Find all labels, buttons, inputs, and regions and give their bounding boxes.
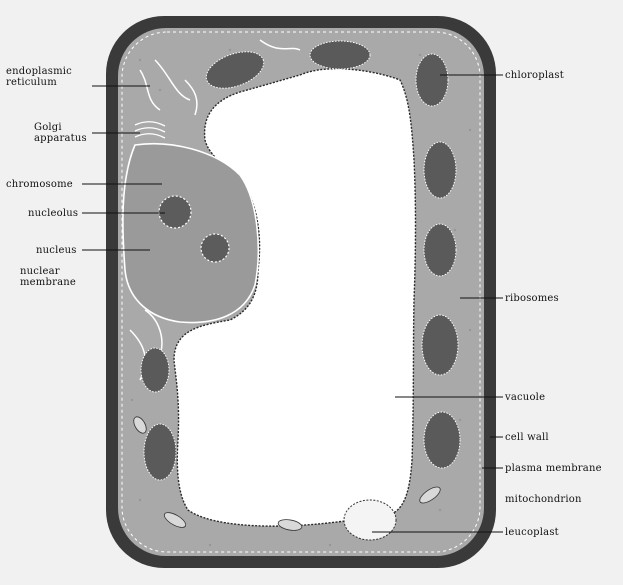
label-nuclear-membrane: nuclear membrane bbox=[20, 266, 76, 288]
label-chromosome-line1: chromosome bbox=[6, 179, 73, 190]
leucoplast bbox=[344, 500, 396, 540]
nucleolus bbox=[159, 196, 191, 228]
label-endoplasmic-reticulum: endoplasmic reticulum bbox=[6, 66, 72, 88]
label-cell-wall: cell wall bbox=[505, 432, 549, 443]
label-cell-wall-line1: cell wall bbox=[505, 432, 549, 443]
label-ribosomes: ribosomes bbox=[505, 293, 559, 304]
label-plasma-membrane-line1: plasma membrane bbox=[505, 463, 602, 474]
label-chloroplast: chloroplast bbox=[505, 70, 564, 81]
label-endoplasmic-reticulum-line2: reticulum bbox=[6, 77, 72, 88]
label-golgi-apparatus-line2: apparatus bbox=[34, 133, 87, 144]
label-nucleolus: nucleolus bbox=[28, 208, 78, 219]
label-golgi-apparatus: Golgi apparatus bbox=[34, 122, 87, 144]
label-nucleolus-line1: nucleolus bbox=[28, 208, 78, 219]
label-leucoplast-line1: leucoplast bbox=[505, 527, 559, 538]
label-ribosomes-line1: ribosomes bbox=[505, 293, 559, 304]
label-chloroplast-line1: chloroplast bbox=[505, 70, 564, 81]
label-vacuole-line1: vacuole bbox=[505, 392, 545, 403]
nucleolus-2 bbox=[201, 234, 229, 262]
label-endoplasmic-reticulum-line1: endoplasmic bbox=[6, 66, 72, 77]
label-golgi-apparatus-line1: Golgi bbox=[34, 122, 87, 133]
label-chromosome: chromosome bbox=[6, 179, 73, 190]
label-nucleus-line1: nucleus bbox=[36, 245, 77, 256]
label-mitochondrion-line1: mitochondrion bbox=[505, 494, 582, 505]
label-mitochondrion: mitochondrion bbox=[505, 494, 582, 505]
label-nuclear-membrane-line2: membrane bbox=[20, 277, 76, 288]
label-nucleus: nucleus bbox=[36, 245, 77, 256]
label-vacuole: vacuole bbox=[505, 392, 545, 403]
label-nuclear-membrane-line1: nuclear bbox=[20, 266, 76, 277]
label-plasma-membrane: plasma membrane bbox=[505, 463, 602, 474]
label-leucoplast: leucoplast bbox=[505, 527, 559, 538]
